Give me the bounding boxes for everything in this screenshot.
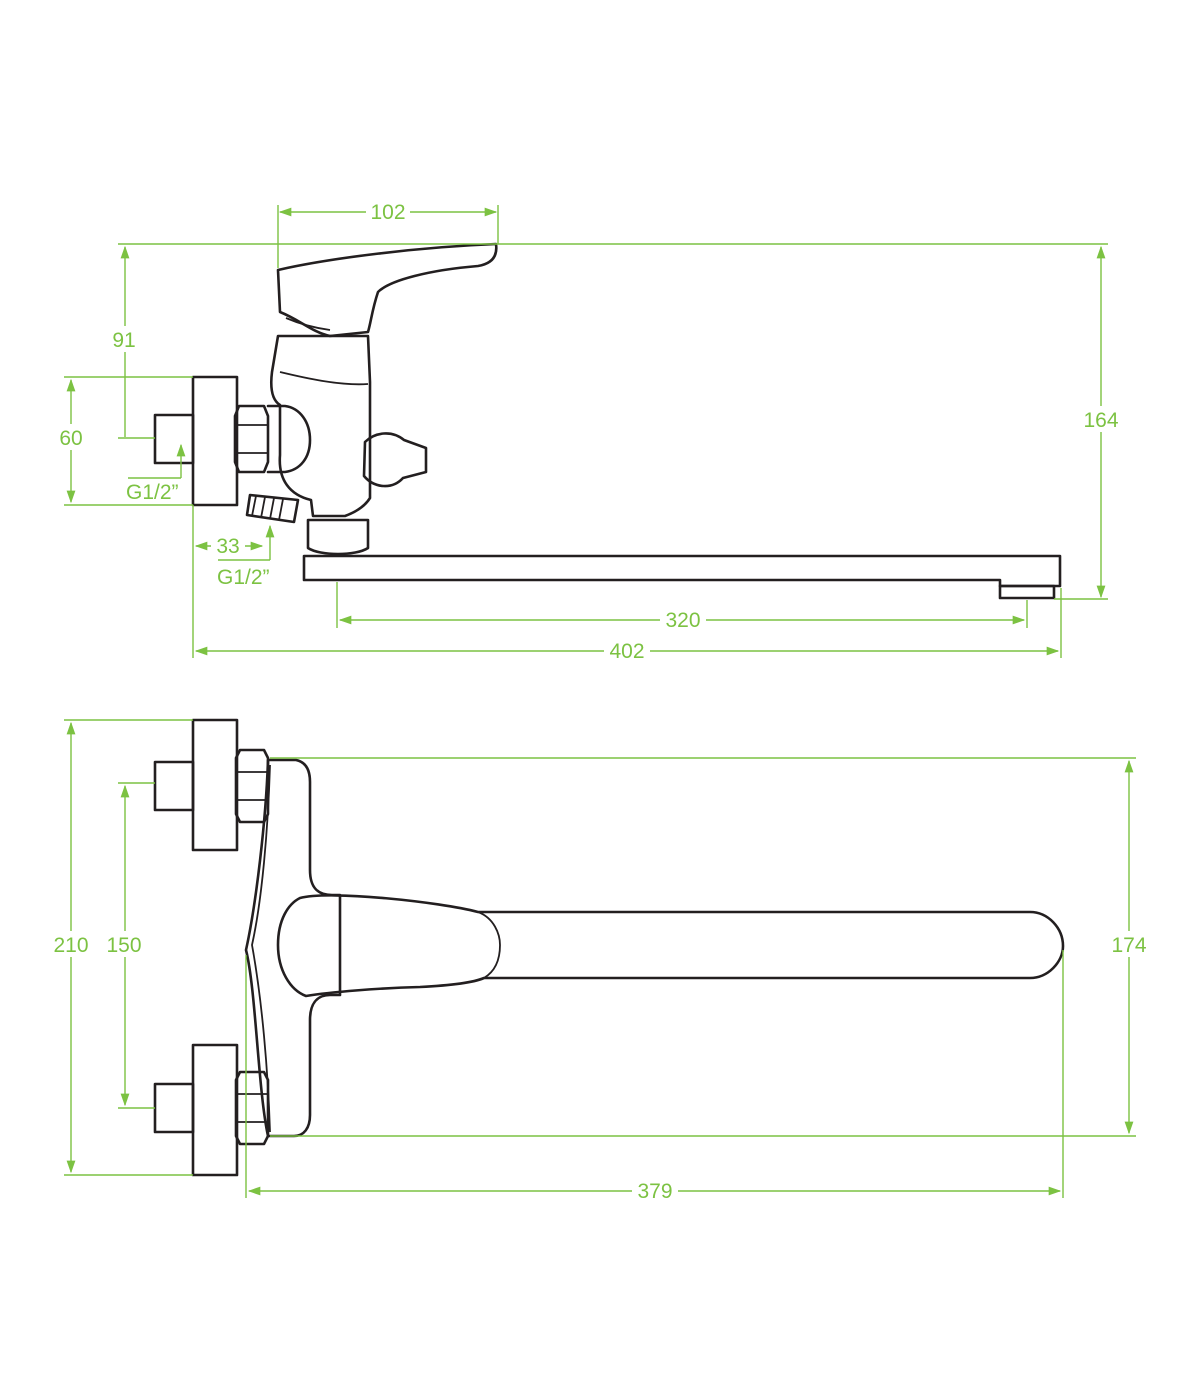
dim-label-402: 402 bbox=[609, 640, 644, 663]
top-inlet-pipe-lower bbox=[153, 1082, 195, 1134]
top-wall-flange-lower bbox=[191, 1043, 239, 1177]
dim-body-width: 174 bbox=[270, 757, 1152, 1137]
dim-label-inlet-thread: G1/2” bbox=[126, 481, 179, 504]
dim-label-33: 33 bbox=[216, 535, 239, 558]
side-view-faucet-outline bbox=[153, 242, 1062, 600]
side-diverter-knob bbox=[362, 432, 428, 488]
dim-label-91: 91 bbox=[112, 329, 135, 352]
side-hex-nut bbox=[233, 404, 270, 474]
top-mixer-body bbox=[244, 758, 342, 1138]
top-view-faucet-outline bbox=[153, 718, 1065, 1177]
dim-outlet-thread: G1/2” bbox=[217, 524, 275, 589]
dim-overall-width: 210 bbox=[48, 719, 193, 1176]
side-aerator bbox=[998, 584, 1056, 600]
dim-label-174: 174 bbox=[1111, 934, 1146, 957]
side-swivel-collar bbox=[306, 518, 370, 556]
dim-handle-reach: 102 bbox=[277, 198, 499, 268]
dim-flange-height: 60 bbox=[52, 376, 193, 506]
top-view: 210 150 174 379 bbox=[48, 718, 1152, 1204]
side-wall-flange bbox=[191, 375, 239, 507]
side-shower-outlet bbox=[245, 493, 300, 524]
top-hex-nut-lower bbox=[234, 1070, 270, 1146]
dim-label-150: 150 bbox=[106, 934, 141, 957]
side-eccentric-connector bbox=[266, 404, 312, 474]
side-inlet-pipe bbox=[153, 413, 195, 465]
dim-label-320: 320 bbox=[665, 609, 700, 632]
dim-inlet-spacing: 150 bbox=[102, 782, 155, 1109]
top-hex-nut-upper bbox=[234, 748, 270, 824]
dim-label-60: 60 bbox=[59, 427, 82, 450]
dim-label-210: 210 bbox=[53, 934, 88, 957]
dim-label-outlet-thread: G1/2” bbox=[217, 566, 270, 589]
dim-label-164: 164 bbox=[1083, 409, 1118, 432]
dim-spout-reach: 320 bbox=[336, 582, 1028, 633]
dim-outlet-offset: 33 bbox=[192, 505, 264, 658]
side-spout bbox=[302, 554, 1062, 588]
dim-spout-length: 379 bbox=[245, 950, 1064, 1204]
dim-inlet-to-top: 91 bbox=[105, 245, 155, 439]
dim-height-total: 164 bbox=[1054, 245, 1124, 600]
dim-overall-length: 402 bbox=[194, 588, 1062, 664]
dim-label-102: 102 bbox=[370, 201, 405, 224]
dim-inlet-thread: G1/2” bbox=[126, 443, 186, 504]
side-lever-handle bbox=[276, 242, 498, 338]
dim-label-379: 379 bbox=[637, 1180, 672, 1203]
top-inlet-pipe-upper bbox=[153, 760, 195, 812]
side-view: 102 91 164 60 G1/ bbox=[52, 198, 1124, 664]
top-wall-flange-upper bbox=[191, 718, 239, 852]
side-mixer-body bbox=[269, 334, 372, 518]
top-lever-and-spout bbox=[276, 894, 1065, 998]
